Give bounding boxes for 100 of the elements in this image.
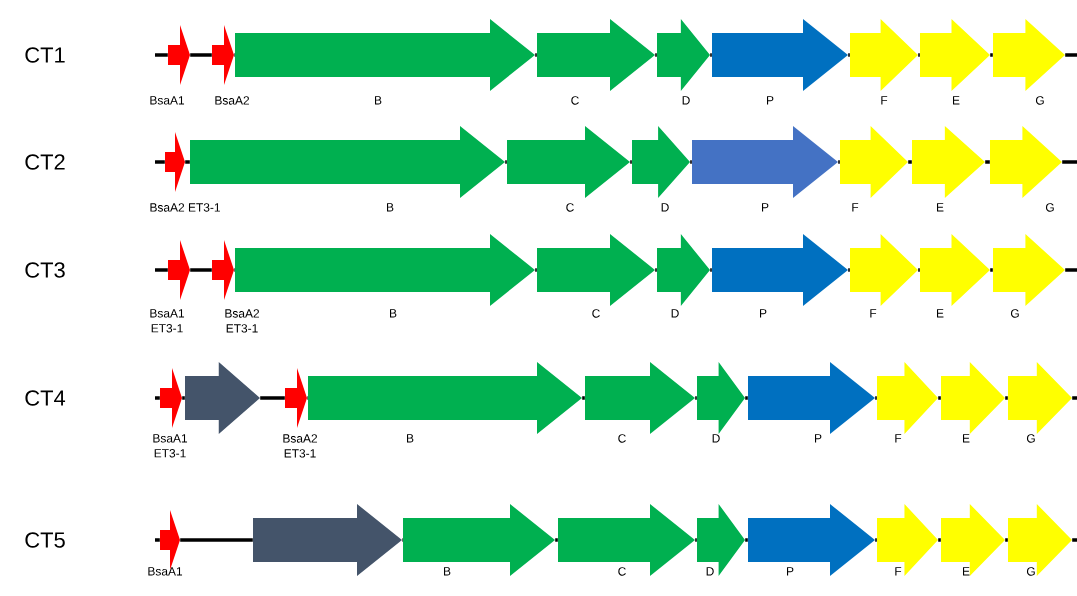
- row-label: CT5: [25, 532, 65, 548]
- gene-block: [877, 504, 938, 576]
- gene-label: D: [706, 567, 714, 576]
- dna-line: [848, 268, 850, 272]
- gene-block: [748, 362, 875, 434]
- dna-line: [1005, 538, 1008, 542]
- gene-label: F: [852, 203, 859, 212]
- gene-block: [185, 362, 260, 434]
- gene-block: [990, 126, 1062, 198]
- gene-label: C: [592, 309, 600, 318]
- dna-line: [838, 160, 840, 164]
- dna-line: [535, 53, 537, 57]
- dna-line: [630, 160, 632, 164]
- dna-line: [1072, 396, 1077, 400]
- dna-line: [1065, 53, 1077, 57]
- gene-block: [558, 504, 695, 576]
- dna-line: [875, 538, 877, 542]
- dna-line: [710, 53, 712, 57]
- gene-block: [190, 126, 505, 198]
- dna-line: [938, 396, 941, 400]
- gene-label: BsaA2 ET3-1: [283, 434, 317, 458]
- gene-label: F: [881, 96, 888, 105]
- dna-line: [985, 160, 990, 164]
- dna-line: [155, 53, 168, 57]
- gene-block: [212, 240, 234, 300]
- gene-label: D: [661, 203, 669, 212]
- gene-block: [285, 368, 307, 428]
- dna-line: [185, 160, 190, 164]
- gene-label: BsaA1 ET3-1: [153, 434, 188, 458]
- dna-line: [234, 268, 235, 272]
- row-label: CT2: [25, 154, 65, 170]
- dna-line: [555, 538, 558, 542]
- dna-line: [990, 53, 993, 57]
- dna-line: [990, 268, 993, 272]
- gene-block: [657, 19, 710, 91]
- gene-label: G: [1010, 309, 1019, 318]
- gene-label: E: [953, 96, 960, 105]
- dna-line: [260, 396, 285, 400]
- dna-line: [1072, 538, 1077, 542]
- gene-label: D: [682, 96, 690, 105]
- gene-label: B: [444, 567, 451, 576]
- gene-label: F: [895, 567, 902, 576]
- dna-line: [155, 268, 168, 272]
- gene-block: [993, 234, 1065, 306]
- dna-line: [908, 160, 912, 164]
- dna-line: [155, 538, 160, 542]
- gene-block: [1008, 362, 1072, 434]
- gene-block: [850, 19, 918, 91]
- gene-label: G: [1045, 203, 1054, 212]
- gene-block: [253, 504, 402, 576]
- gene-label: D: [712, 434, 720, 443]
- gene-label: D: [671, 309, 679, 318]
- gene-label: BsaA2 ET3-1: [150, 203, 220, 212]
- gene-label: B: [375, 96, 382, 105]
- dna-line: [180, 538, 253, 542]
- gene-block: [941, 504, 1005, 576]
- dna-line: [535, 268, 537, 272]
- gene-label: B: [407, 434, 414, 443]
- gene-label: P: [760, 309, 767, 318]
- gene-block: [168, 25, 190, 85]
- gene-block: [840, 126, 908, 198]
- gene-block: [165, 132, 185, 192]
- gene-label: C: [618, 567, 626, 576]
- gene-block: [537, 234, 655, 306]
- dna-line: [918, 53, 920, 57]
- dna-line: [307, 396, 308, 400]
- gene-block: [993, 19, 1065, 91]
- dna-line: [655, 53, 657, 57]
- gene-label: BsaA1 ET3-1: [150, 309, 185, 333]
- dna-line: [745, 538, 748, 542]
- gene-label: BsaA2: [215, 96, 249, 105]
- dna-line: [582, 396, 585, 400]
- gene-label: C: [571, 96, 579, 105]
- dna-line: [745, 396, 748, 400]
- gene-label: E: [963, 567, 970, 576]
- gene-block: [403, 504, 555, 576]
- dna-line: [505, 160, 507, 164]
- row-label: CT1: [25, 47, 65, 63]
- dna-line: [234, 53, 235, 57]
- gene-block: [748, 504, 875, 576]
- dna-line: [938, 538, 941, 542]
- gene-label: E: [937, 203, 944, 212]
- gene-block: [912, 126, 985, 198]
- dna-line: [155, 396, 160, 400]
- gene-label: B: [387, 203, 394, 212]
- gene-block: [212, 25, 234, 85]
- gene-block: [235, 234, 535, 306]
- gene-block: [941, 362, 1005, 434]
- dna-line: [875, 396, 877, 400]
- dna-line: [182, 396, 185, 400]
- gene-label: BsaA2 ET3-1: [225, 309, 259, 333]
- gene-block: [850, 234, 918, 306]
- dna-line: [190, 53, 212, 57]
- dna-line: [848, 53, 850, 57]
- gene-label: G: [1026, 567, 1035, 576]
- gene-label: B: [390, 309, 397, 318]
- gene-label: C: [566, 203, 574, 212]
- gene-label: E: [937, 309, 944, 318]
- gene-block: [632, 126, 690, 198]
- gene-label: BsaA1: [150, 96, 185, 105]
